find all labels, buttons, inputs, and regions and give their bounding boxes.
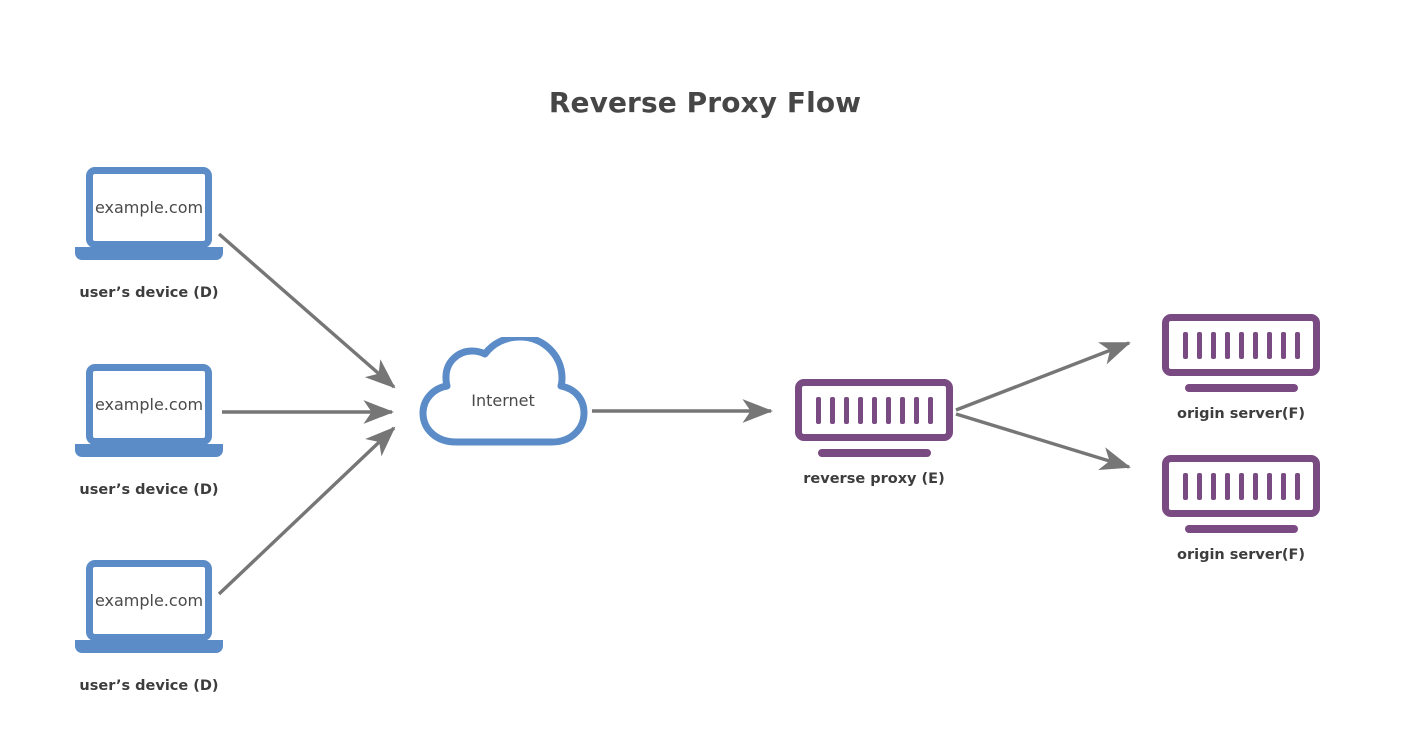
origin-server-2-node[interactable] xyxy=(1162,455,1320,533)
laptop-screen: example.com xyxy=(86,167,212,248)
server-bar xyxy=(1238,331,1244,359)
cloud-icon xyxy=(419,337,588,446)
server-body xyxy=(1162,314,1320,376)
reverse-proxy-node[interactable] xyxy=(795,379,953,457)
origin-server-2-label: origin server(F) xyxy=(1176,547,1305,563)
server-bar xyxy=(1196,472,1202,500)
server-bar xyxy=(913,396,919,424)
client-device-3[interactable]: example.com xyxy=(75,560,223,664)
internet-node[interactable]: Internet xyxy=(417,337,589,449)
origin-server-1-label: origin server(F) xyxy=(1176,406,1305,422)
server-bar xyxy=(815,396,821,424)
server-bar xyxy=(871,396,877,424)
server-bar xyxy=(885,396,891,424)
laptop-icon: example.com xyxy=(75,560,223,664)
server-stand xyxy=(817,449,931,457)
client-device-1[interactable]: example.com xyxy=(75,167,223,271)
server-bar xyxy=(1294,472,1300,500)
page-title: Reverse Proxy Flow xyxy=(548,86,862,119)
server-bar xyxy=(1196,331,1202,359)
server-bar xyxy=(1280,331,1286,359)
client-device-3-label: user’s device (D) xyxy=(79,678,219,694)
laptop-base xyxy=(75,444,223,457)
server-bar xyxy=(1238,472,1244,500)
server-bar xyxy=(1224,472,1230,500)
laptop-screen: example.com xyxy=(86,364,212,445)
server-bar xyxy=(843,396,849,424)
arrow-proxy-to-origin2 xyxy=(955,412,1131,471)
server-icon xyxy=(1162,455,1320,533)
laptop-url-text: example.com xyxy=(94,197,204,217)
server-bar xyxy=(1210,331,1216,359)
server-bar xyxy=(1224,331,1230,359)
internet-label: Internet xyxy=(471,391,535,410)
server-bar xyxy=(1280,472,1286,500)
server-bar xyxy=(829,396,835,424)
laptop-base xyxy=(75,247,223,260)
laptop-base xyxy=(75,640,223,653)
arrow-client3-to-internet xyxy=(217,426,396,596)
server-stand xyxy=(1184,525,1298,533)
server-bar xyxy=(1266,331,1272,359)
laptop-icon: example.com xyxy=(75,364,223,468)
arrow-client1-to-internet xyxy=(217,232,396,389)
laptop-icon: example.com xyxy=(75,167,223,271)
client-device-2-label: user’s device (D) xyxy=(79,482,219,498)
server-bar xyxy=(1266,472,1272,500)
server-bar xyxy=(1210,472,1216,500)
server-body xyxy=(795,379,953,441)
server-icon xyxy=(1162,314,1320,392)
server-bar xyxy=(1252,331,1258,359)
server-bar xyxy=(1182,472,1188,500)
reverse-proxy-label: reverse proxy (E) xyxy=(803,471,945,487)
client-device-2[interactable]: example.com xyxy=(75,364,223,468)
server-body xyxy=(1162,455,1320,517)
server-bar xyxy=(899,396,905,424)
arrow-proxy-to-origin1 xyxy=(955,341,1131,412)
origin-server-1-node[interactable] xyxy=(1162,314,1320,392)
server-bar xyxy=(1294,331,1300,359)
server-stand xyxy=(1184,384,1298,392)
client-device-1-label: user’s device (D) xyxy=(79,285,219,301)
server-bar xyxy=(1252,472,1258,500)
laptop-url-text: example.com xyxy=(94,590,204,610)
laptop-screen: example.com xyxy=(86,560,212,641)
server-bar xyxy=(857,396,863,424)
laptop-url-text: example.com xyxy=(94,394,204,414)
server-bar xyxy=(927,396,933,424)
server-bar xyxy=(1182,331,1188,359)
server-icon xyxy=(795,379,953,457)
